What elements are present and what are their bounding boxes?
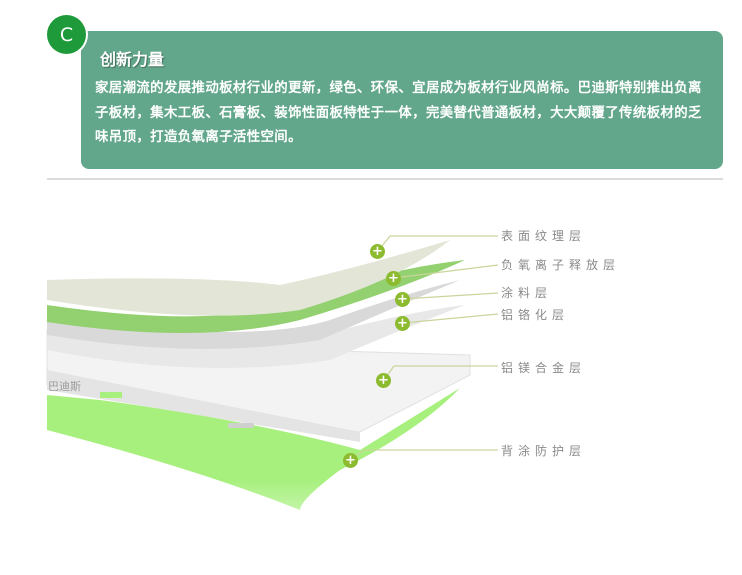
layer-label: 铝铬化层 (501, 308, 570, 322)
panel-illustration: 巴迪斯 (46, 235, 727, 575)
card-body-text: 家居潮流的发展推动板材行业的更新，绿色、环保、宜居成为板材行业风尚标。巴迪斯特别… (95, 81, 702, 145)
plus-icon[interactable]: + (376, 373, 391, 388)
layer-label: 铝镁合金层 (501, 361, 587, 375)
plus-icon[interactable]: + (395, 292, 410, 307)
intro-card: 创新力量 家居潮流的发展推动板材行业的更新，绿色、环保、宜居成为板材行业风尚标。… (81, 31, 723, 169)
layer-label: 涂料层 (501, 286, 553, 300)
plus-icon[interactable]: + (395, 316, 410, 331)
svg-text:巴迪斯: 巴迪斯 (48, 380, 81, 393)
layer-label: 背涂防护层 (501, 444, 587, 458)
plus-icon[interactable]: + (386, 271, 401, 286)
section-badge: C (47, 15, 86, 54)
layer-diagram: 巴迪斯 + + + + + + 表面纹理层 负氧离子释放层 涂料层 铝铬化层 铝… (0, 190, 742, 575)
layer-label: 负氧离子释放层 (501, 258, 621, 272)
divider (47, 178, 723, 180)
card-title: 创新力量 (100, 50, 165, 69)
plus-icon[interactable]: + (370, 244, 385, 259)
plus-icon[interactable]: + (343, 453, 358, 468)
layer-label: 表面纹理层 (501, 229, 587, 243)
